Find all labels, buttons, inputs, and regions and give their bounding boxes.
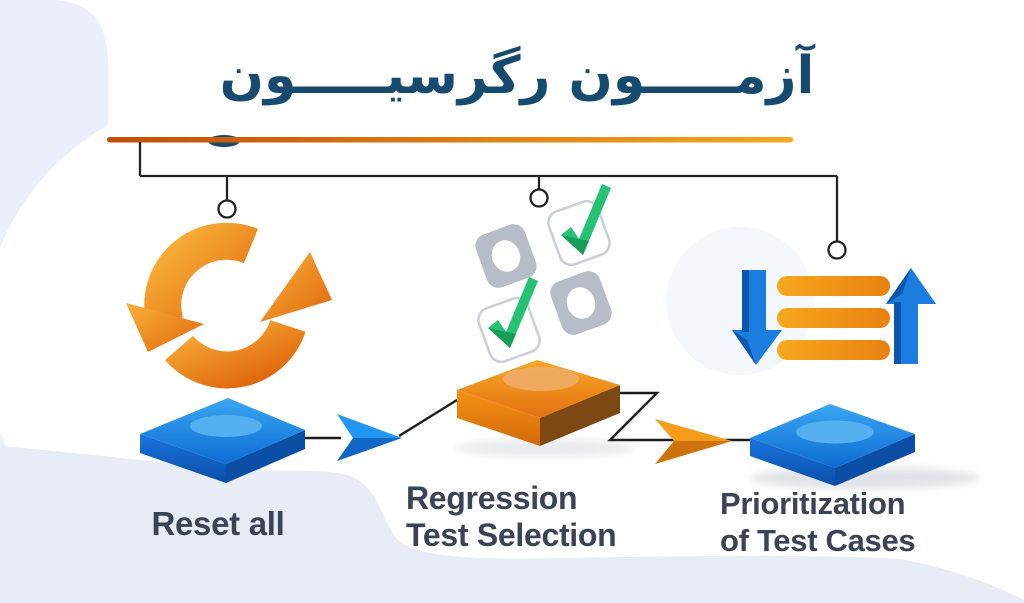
label-line: Reset all <box>151 505 285 542</box>
refresh-sync-icon <box>126 222 332 389</box>
connector-tree <box>138 142 847 260</box>
bottom-wave <box>0 446 1024 603</box>
check-icon <box>488 277 538 348</box>
checkbox-checked <box>477 184 611 364</box>
title-underline <box>107 135 793 147</box>
label-line: of Test Cases <box>720 523 916 558</box>
arrow-down-icon <box>732 270 782 365</box>
priority-list-icon <box>732 268 936 365</box>
list-bars <box>777 276 890 360</box>
flow-arrow-orange <box>655 419 732 464</box>
flow-arrow-blue <box>337 414 402 461</box>
light-circle-backdrop <box>666 227 814 375</box>
platform-shadow <box>455 439 635 457</box>
check-shadow <box>561 235 589 255</box>
platform-orange <box>457 360 620 446</box>
page-title: آزمـــــون رگرسیـــــون <box>219 46 815 106</box>
tree-node-circle <box>827 240 847 260</box>
label-line: Prioritization <box>720 486 906 521</box>
node-label-prioritization: Prioritization of Test Cases <box>720 485 970 559</box>
platform-blue-right <box>750 404 915 486</box>
checkbox-unselected <box>475 224 612 335</box>
platform-blue-left <box>140 398 305 483</box>
orange-underline <box>107 137 793 143</box>
tree-node-circle <box>217 199 237 219</box>
label-line: Test Selection <box>406 517 617 553</box>
check-icon <box>561 184 611 255</box>
node-label-regression-test-selection: Regression Test Selection <box>406 480 656 554</box>
tree-node-circle <box>529 188 549 208</box>
check-shadow <box>488 328 516 348</box>
arrow-up-icon <box>886 268 936 364</box>
node-label-reset-all: Reset all <box>138 505 298 543</box>
label-line: Regression <box>406 480 578 516</box>
checkbox-selection-icon <box>475 184 612 364</box>
